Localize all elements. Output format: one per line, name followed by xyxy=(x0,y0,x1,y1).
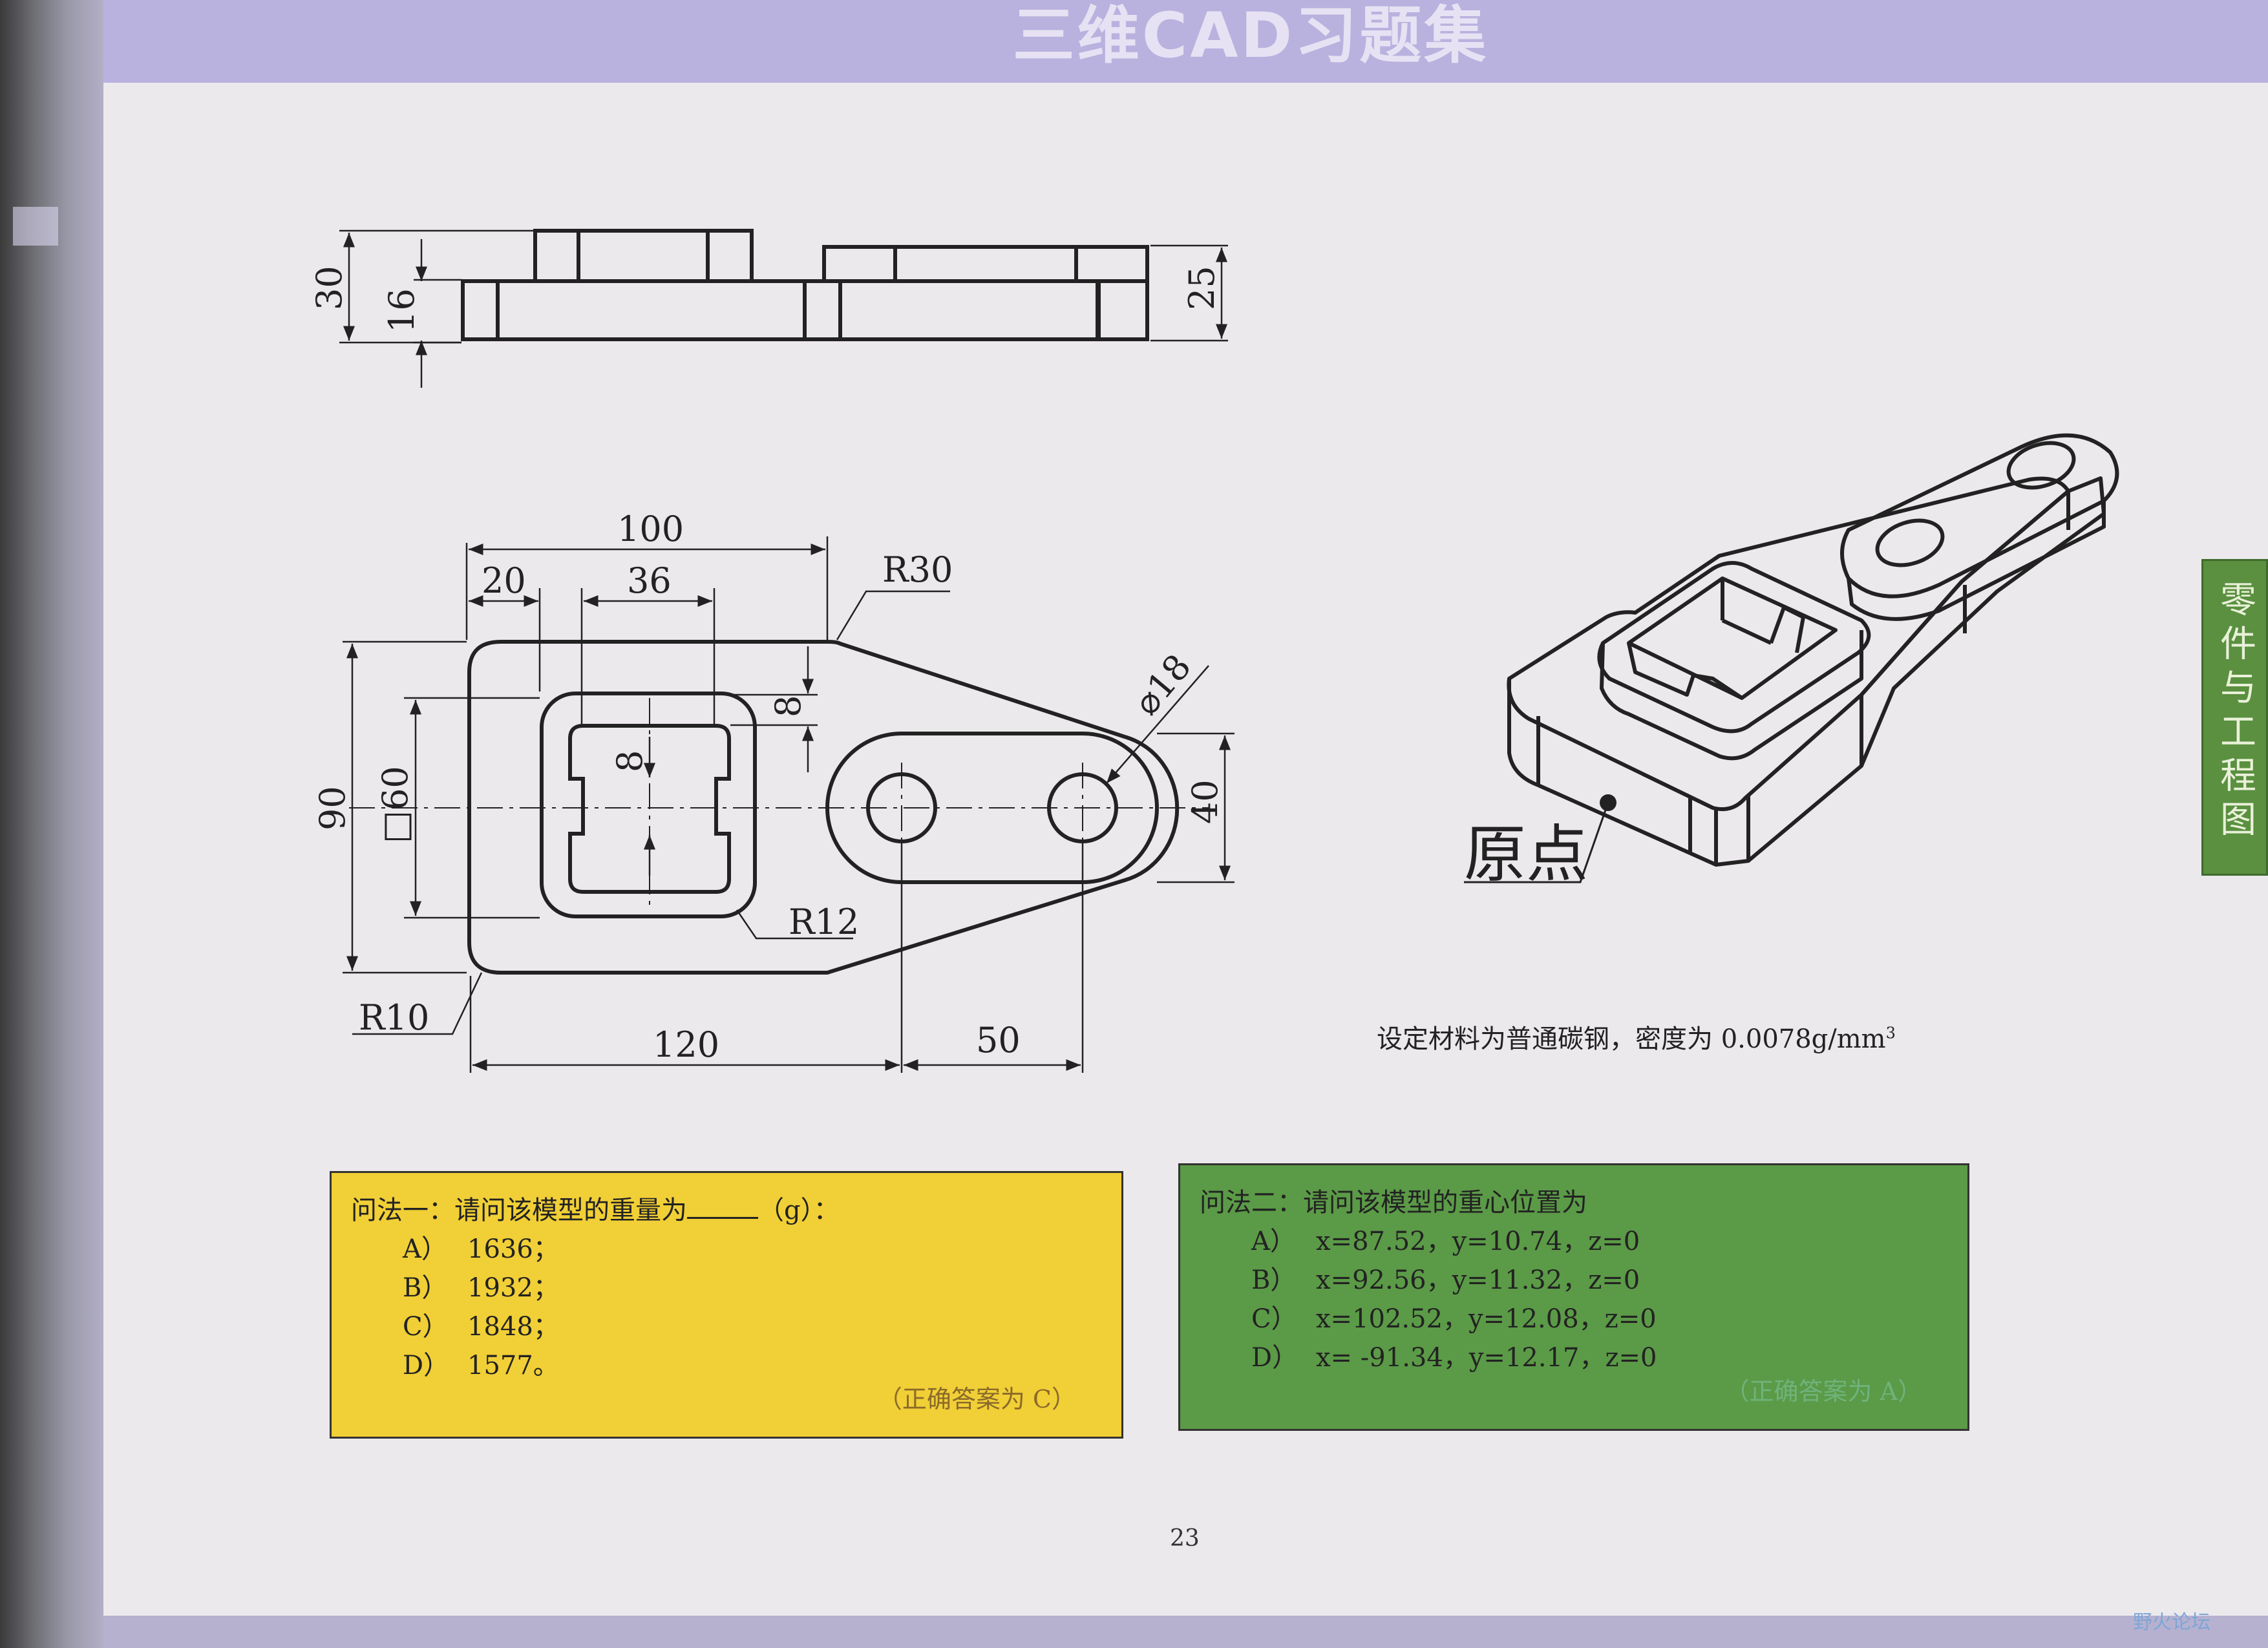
question-2-option-c[interactable]: C）x=102.52，y=12.08，z=0 xyxy=(1251,1304,1657,1334)
front-upper-block xyxy=(533,229,754,283)
dim-120: 120 xyxy=(653,1024,719,1065)
material-note-sup: 3 xyxy=(1885,1024,1896,1042)
question-2-title: 问法二：请问该模型的重心位置为 xyxy=(1200,1188,1587,1218)
top-view-centerlines xyxy=(349,698,1209,911)
dim-36: 36 xyxy=(627,560,672,601)
book-title: 三维CAD习题集 xyxy=(1012,0,1489,72)
dim-8-inner: 8 xyxy=(609,750,650,772)
front-boss xyxy=(822,245,1149,283)
front-view-dimensions xyxy=(339,229,1228,388)
spine-mark xyxy=(13,207,58,246)
dim-25: 25 xyxy=(1182,266,1222,310)
page-number: 23 xyxy=(1170,1525,1200,1552)
material-note: 设定材料为普通碳钢，密度为 0.0078g/mm3 xyxy=(1377,1018,1958,1055)
dim-diameter-18: ⌀18 xyxy=(1126,646,1199,723)
question-1-title: 问法一：请问该模型的重量为 （g）： xyxy=(351,1191,1102,1230)
square-pocket-inner xyxy=(568,724,731,894)
square-pocket-outer xyxy=(540,692,757,918)
question-1-option-d[interactable]: D）1577。 xyxy=(403,1351,559,1380)
isometric-view xyxy=(1507,433,2119,867)
dim-30: 30 xyxy=(309,266,350,310)
question-1-option-c[interactable]: C）1848； xyxy=(403,1312,559,1342)
book-spine xyxy=(0,0,113,1648)
question-2-answer: （正确答案为 A） xyxy=(1724,1377,1922,1406)
front-view xyxy=(461,229,1149,341)
question-1-option-b[interactable]: B）1932； xyxy=(403,1273,559,1303)
question-1-answer: （正确答案为 C） xyxy=(877,1385,1076,1413)
chapter-side-tab[interactable]: 零件与工程图 xyxy=(2201,559,2268,876)
question-box-2: 问法二：请问该模型的重心位置为 A）x=87.52，y=10.74，z=0 B）… xyxy=(1178,1163,1969,1431)
dim-r30: R30 xyxy=(882,549,953,590)
question-2-option-a[interactable]: A）x=87.52，y=10.74，z=0 xyxy=(1251,1227,1640,1256)
dim-r10: R10 xyxy=(359,997,429,1038)
iso-hole-left xyxy=(1875,518,1945,567)
dim-90: 90 xyxy=(312,786,353,830)
question-1-prefix: 问法一：请问该模型的重量为 xyxy=(351,1196,687,1225)
dim-50: 50 xyxy=(976,1020,1021,1061)
material-note-text: 设定材料为普通碳钢，密度为 0.0078g/mm xyxy=(1377,1024,1886,1054)
iso-hole-right xyxy=(2006,441,2076,490)
iso-arm xyxy=(1860,476,2106,767)
question-box-1: 问法一：请问该模型的重量为 （g）： A）1636； B）1932； C）1848… xyxy=(330,1171,1123,1439)
header-band: 三维CAD习题集 xyxy=(103,0,2268,83)
answer-blank[interactable] xyxy=(687,1195,758,1219)
iso-base-top xyxy=(1507,476,2070,812)
dim-r12: R12 xyxy=(789,902,859,942)
iso-square-pocket xyxy=(1627,576,1838,700)
dim-40: 40 xyxy=(1185,779,1225,824)
dim-square-60: □60 xyxy=(375,766,416,843)
footer-band xyxy=(103,1616,2268,1648)
dim-8-outer: 8 xyxy=(768,695,809,717)
question-2-option-b[interactable]: B）x=92.56，y=11.32，z=0 xyxy=(1251,1265,1640,1295)
forum-watermark: 野火论坛 xyxy=(2133,1611,2210,1634)
question-1-suffix: （g）： xyxy=(758,1196,840,1225)
front-base-plate xyxy=(461,279,1099,341)
question-2-option-d[interactable]: D）x= -91.34，y=12.17，z=0 xyxy=(1251,1343,1657,1373)
chapter-side-tab-label: 零件与工程图 xyxy=(2214,580,2256,844)
question-1-option-a[interactable]: A）1636； xyxy=(403,1234,559,1264)
dim-16: 16 xyxy=(381,288,422,333)
dim-100: 100 xyxy=(617,509,684,549)
dim-20: 20 xyxy=(482,560,526,601)
top-view-dimensions xyxy=(343,536,1235,1073)
origin-label: 原点 xyxy=(1464,818,1588,891)
